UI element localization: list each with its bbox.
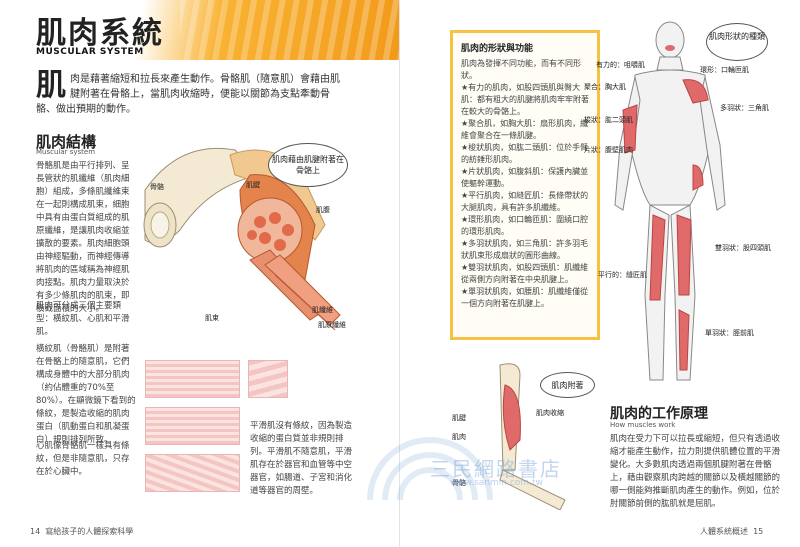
striated-fiber-image bbox=[145, 360, 240, 398]
arm-illustration bbox=[499, 363, 566, 510]
label-bipennate: 雙羽狀：股四頭肌 bbox=[715, 244, 771, 252]
list-item: ★雙羽狀肌肉，如股四頭肌：肌纖維從兩側方向附著在中央肌腱上。 bbox=[461, 263, 589, 284]
page-title: 肌肉系統 bbox=[36, 16, 164, 51]
arm-label-contract: 肌肉收縮 bbox=[536, 409, 564, 417]
section2-subtitle: How muscles work bbox=[610, 421, 676, 429]
human-body-illustration bbox=[614, 21, 726, 381]
list-item: ★平行肌肉，如縫匠肌：長條帶狀的大腿肌肉，具有許多肌纖維。 bbox=[461, 191, 589, 212]
smooth-fiber-image bbox=[248, 360, 288, 398]
list-item: ★多羽狀肌肉，如三角肌：許多羽毛狀肌束形成扇狀的圓形曲線。 bbox=[461, 239, 589, 260]
muscle-fiber-samples bbox=[145, 360, 240, 501]
footer-right: 人體系統概述 bbox=[700, 527, 748, 536]
smooth-text: 平滑肌沒有條紋，因為製造收縮的蛋白質並非規則排列。平滑肌不隨意肌，平滑肌存在於器… bbox=[250, 421, 353, 496]
page-number-left: 14 寫給孩子的人體探索科學 bbox=[30, 527, 134, 536]
list-item: ★環形肌肉，如口輪匝肌：圍繞口腔的環形肌肉。 bbox=[461, 215, 589, 236]
types-text: 肌肉可分成三個主要類型：橫紋肌、心肌和平滑肌。 bbox=[36, 301, 130, 337]
muscle-structure-illustration bbox=[143, 147, 341, 331]
label-bone: 骨骼 bbox=[150, 183, 164, 191]
structure-text: 骨骼肌是由平行排列、呈長管狀的肌纖維（肌肉細胞）組成，多條肌纖維束在一起則構成肌… bbox=[36, 161, 130, 314]
list-item: ★有力的肌肉，如股四頭肌與臀大肌：都有粗大的肌腱將肌肉牢牢附著在較大的骨骼上。 bbox=[461, 83, 589, 116]
label-multipennate: 多羽狀：三角肌 bbox=[720, 104, 769, 112]
section2-text: 肌肉在受力下可以拉長或縮短，但只有透過收縮才能產生動作，拉力則提供肌體位置的平滑… bbox=[610, 434, 781, 509]
dropcap: 肌 bbox=[36, 68, 66, 103]
section2-title: 肌肉的工作原理 bbox=[610, 406, 708, 422]
label-fusiform: 梭狀：肱二頭肌 bbox=[584, 116, 633, 124]
footer-left: 寫給孩子的人體探索科學 bbox=[45, 527, 134, 536]
list-item: ★梭狀肌肉，如肱二頭肌：位於手臂的紡錘形肌肉。 bbox=[461, 143, 589, 164]
muscle-shapes-box: 肌肉的形狀與功能 肌肉為發揮不同功能，而有不同形狀。 ★有力的肌肉，如股四頭肌與… bbox=[450, 30, 600, 340]
title-band bbox=[0, 0, 400, 60]
cardiac-fiber-image bbox=[145, 454, 240, 492]
box-intro: 肌肉為發揮不同功能，而有不同形狀。 bbox=[461, 59, 581, 80]
lead-paragraph: 肌 肉是藉著縮短和拉長來產生動作。骨骼肌（隨意肌）會藉由肌腱附著在骨骼上，當肌肉… bbox=[36, 68, 346, 117]
label-parallel: 平行的：縫匠肌 bbox=[598, 271, 647, 279]
box-title: 肌肉的形狀與功能 bbox=[461, 44, 534, 54]
label-unipennate: 單羽狀：脛前肌 bbox=[705, 329, 754, 337]
watermark-logo bbox=[367, 437, 493, 500]
watermark-url: www.sanmin.com.tw bbox=[450, 478, 543, 488]
cardiac-text: 心肌像骨骼肌一樣具有條紋，但是非隨意肌，只存在於心臟中。 bbox=[36, 441, 130, 477]
label-strong-muscle: 有力的：咀嚼肌 bbox=[596, 61, 645, 69]
section-title: 肌肉結構 bbox=[36, 133, 97, 151]
striated-fiber-image-2 bbox=[145, 407, 240, 445]
list-item: ★片狀肌肉，如腹斜肌：保護內臟並使軀幹運動。 bbox=[461, 167, 589, 188]
label-tendon: 肌腱 bbox=[246, 181, 260, 189]
page-number-right: 人體系統概述 15 bbox=[700, 527, 764, 536]
label-myofibril: 肌原纖維 bbox=[318, 321, 346, 329]
body-callout: 肌肉形狀的種類 bbox=[706, 23, 768, 61]
arm-label-bone: 骨骼 bbox=[452, 479, 466, 487]
label-circular: 環形：口輪匝肌 bbox=[700, 66, 749, 74]
page-title-en: MUSCULAR SYSTEM bbox=[36, 47, 144, 57]
arm-label-tendon: 肌腱 bbox=[452, 414, 466, 422]
section-subtitle: Muscular system bbox=[36, 148, 96, 156]
label-fiber: 肌纖維 bbox=[312, 306, 333, 314]
label-fascicle: 肌束 bbox=[205, 314, 219, 322]
left-page: 肌肉系統 MUSCULAR SYSTEM 肌 肉是藉著縮短和拉長來產生動作。骨骼… bbox=[0, 0, 400, 536]
label-sheet: 片狀：腹壁肌肉 bbox=[584, 146, 633, 154]
label-convergent: 聚合：胸大肌 bbox=[584, 83, 626, 91]
list-item: ★單羽狀肌肉，如腰肌：肌纖維僅從一個方向附著在肌腱上。 bbox=[461, 287, 589, 308]
watermark-text: 三民網路書店 bbox=[430, 457, 562, 481]
striated-text: 橫紋肌（骨骼肌）是附著在骨骼上的隨意肌，它們構成身體中的大部分肌肉（約佔體重的7… bbox=[36, 344, 136, 445]
list-item: ★聚合肌，如胸大肌：扇形肌肉，纖維會聚合在一條肌腱。 bbox=[461, 119, 589, 140]
arm-callout: 肌肉附著 bbox=[540, 372, 595, 398]
lead-text: 肉是藉著縮短和拉長來產生動作。骨骼肌（隨意肌）會藉由肌腱附著在骨骼上，當肌肉收縮… bbox=[36, 74, 340, 115]
tendon-callout: 肌肉藉由肌腱附著在骨骼上 bbox=[268, 143, 348, 187]
label-epimysium: 肌腹 bbox=[316, 206, 330, 214]
arm-label-muscle: 肌肉 bbox=[452, 433, 466, 441]
